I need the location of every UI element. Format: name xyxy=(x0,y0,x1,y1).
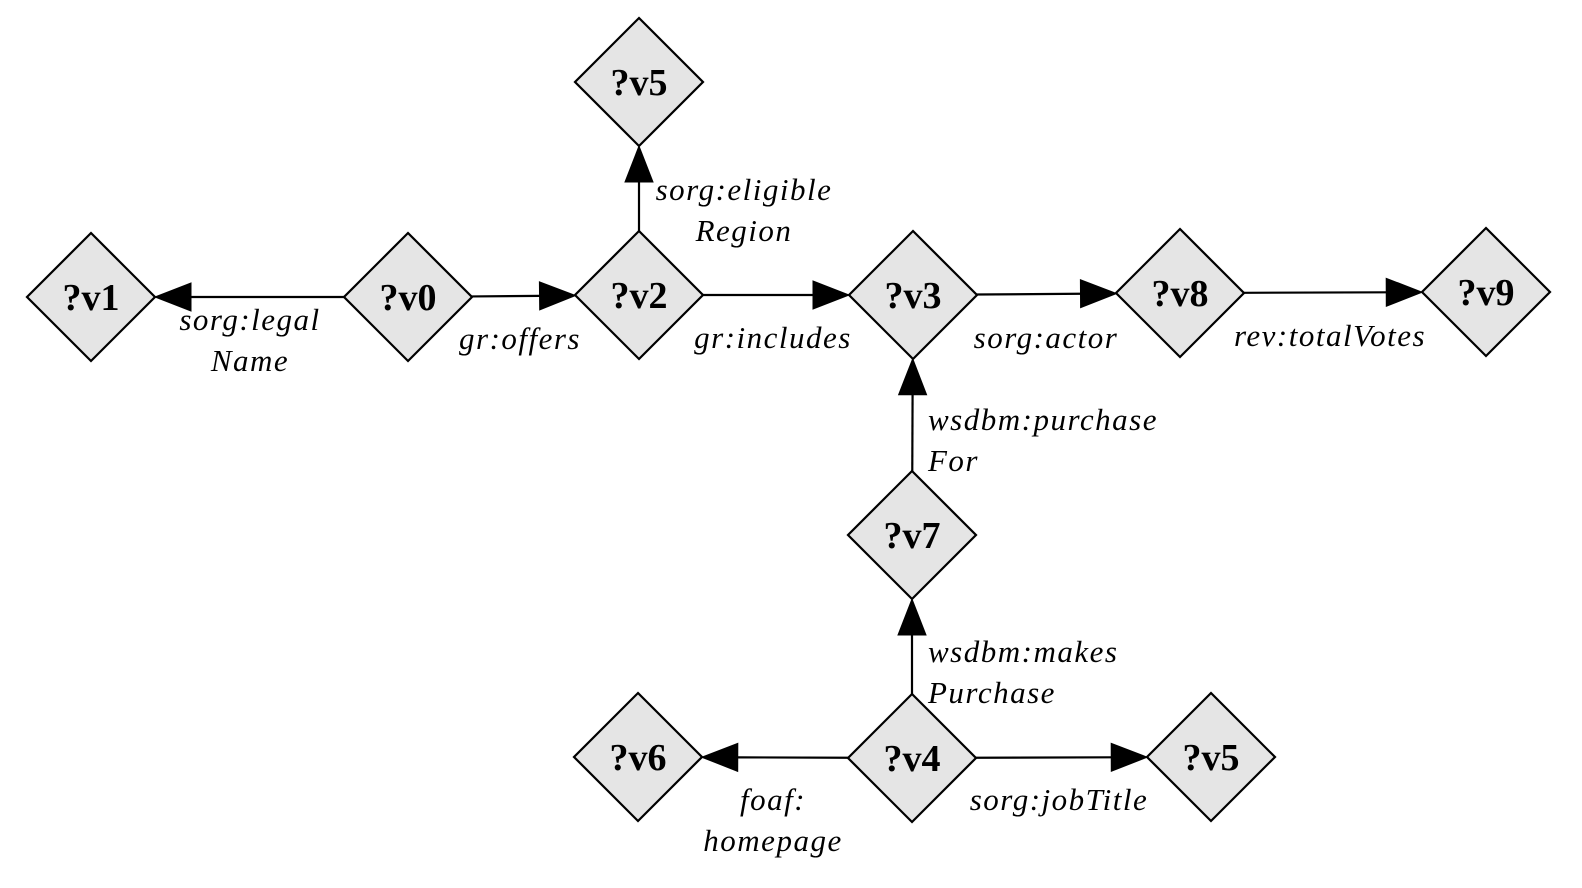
node-label: ?v1 xyxy=(63,277,120,319)
node-diamond xyxy=(573,229,705,361)
node-diamond xyxy=(846,692,978,824)
arrowhead xyxy=(1079,278,1118,309)
node-label: ?v0 xyxy=(380,277,437,319)
node-diamond xyxy=(847,229,979,361)
arrowhead xyxy=(897,597,927,636)
edge-label-line: sorg:eligible xyxy=(656,172,833,207)
node-diamond xyxy=(342,231,474,363)
edge-label-line: Region xyxy=(695,213,793,248)
edge-v0-to-v2 xyxy=(471,281,577,311)
edge-label-v4-v6: foaf: homepage xyxy=(703,782,842,858)
node-label: ?v8 xyxy=(1152,273,1209,315)
node-v9: ?v9 xyxy=(1420,226,1552,358)
edge-label-line: gr:offers xyxy=(459,321,581,356)
node-v6: ?v6 xyxy=(572,691,704,823)
node-v8: ?v8 xyxy=(1114,227,1246,359)
edge-label-line: For xyxy=(927,443,979,478)
node-label: ?v7 xyxy=(884,515,941,557)
edge-label-line: sorg:actor xyxy=(974,320,1119,355)
node-label: ?v4 xyxy=(884,738,941,780)
edge-label-line: homepage xyxy=(703,823,842,858)
node-v5b: ?v5 xyxy=(1145,691,1277,823)
edge-label-v4-v5b: sorg:jobTitle xyxy=(970,782,1149,817)
node-v0: ?v0 xyxy=(342,231,474,363)
node-v4: ?v4 xyxy=(846,692,978,824)
node-v1: ?v1 xyxy=(25,231,157,363)
arrowhead xyxy=(1110,742,1149,773)
edges-layer xyxy=(153,144,1424,773)
arrowhead xyxy=(153,282,192,312)
edge-v8-to-v9 xyxy=(1243,277,1424,308)
node-diamond xyxy=(573,16,705,148)
edge-v4-to-v5b xyxy=(975,742,1149,773)
arrowhead xyxy=(538,281,577,311)
node-diamond xyxy=(1114,227,1246,359)
arrowhead xyxy=(812,280,851,310)
arrowhead xyxy=(624,144,654,183)
node-diamond xyxy=(846,469,978,601)
edge-label-v3-v8: sorg:actor xyxy=(974,320,1119,355)
edge-line xyxy=(976,292,1081,296)
node-diamond xyxy=(25,231,157,363)
edge-v7-to-v3 xyxy=(897,357,928,472)
edge-label-line: Purchase xyxy=(927,675,1056,710)
edge-v2-to-v3 xyxy=(703,280,851,310)
arrowhead xyxy=(1385,277,1424,308)
node-label: ?v9 xyxy=(1458,272,1515,314)
edge-label-v0-v2: gr:offers xyxy=(459,321,581,356)
node-diamond xyxy=(572,691,704,823)
edge-label-v8-v9: rev:totalVotes xyxy=(1234,318,1426,353)
node-label: ?v5 xyxy=(1183,737,1240,779)
edge-label-line: wsdbm:purchase xyxy=(928,402,1158,437)
node-v7: ?v7 xyxy=(846,469,978,601)
edge-label-line: sorg:legal xyxy=(179,302,320,337)
edge-label-line: sorg:jobTitle xyxy=(970,782,1149,817)
edge-label-line: wsdbm:makes xyxy=(928,634,1118,669)
edge-v0-to-v1 xyxy=(153,282,344,312)
edge-line xyxy=(471,294,540,298)
edge-label-line: foaf: xyxy=(740,782,806,817)
arrowhead xyxy=(897,357,928,396)
node-label: ?v3 xyxy=(885,275,942,317)
node-label: ?v6 xyxy=(610,737,667,779)
edge-v2-to-v5a xyxy=(624,144,654,231)
edge-label-line: gr:includes xyxy=(694,320,852,355)
node-label: ?v5 xyxy=(611,62,668,104)
node-v5a: ?v5 xyxy=(573,16,705,148)
edge-label-line: Name xyxy=(210,343,289,378)
edge-v4-to-v6 xyxy=(700,742,849,773)
edge-label-v2-v3: gr:includes xyxy=(694,320,852,355)
node-v2: ?v2 xyxy=(573,229,705,361)
edge-v3-to-v8 xyxy=(976,278,1118,309)
arrowhead xyxy=(700,742,739,773)
edge-v4-to-v7 xyxy=(897,597,927,694)
node-v3: ?v3 xyxy=(847,229,979,361)
node-diamond xyxy=(1420,226,1552,358)
node-diamond xyxy=(1145,691,1277,823)
node-label: ?v2 xyxy=(611,275,668,317)
edge-label-line: rev:totalVotes xyxy=(1234,318,1426,353)
nodes-layer: ?v1 ?v0 ?v2 ?v5 ?v3 ?v8 ?v9 ?v7 ?v4 ?v6 ?v5 xyxy=(25,16,1552,824)
